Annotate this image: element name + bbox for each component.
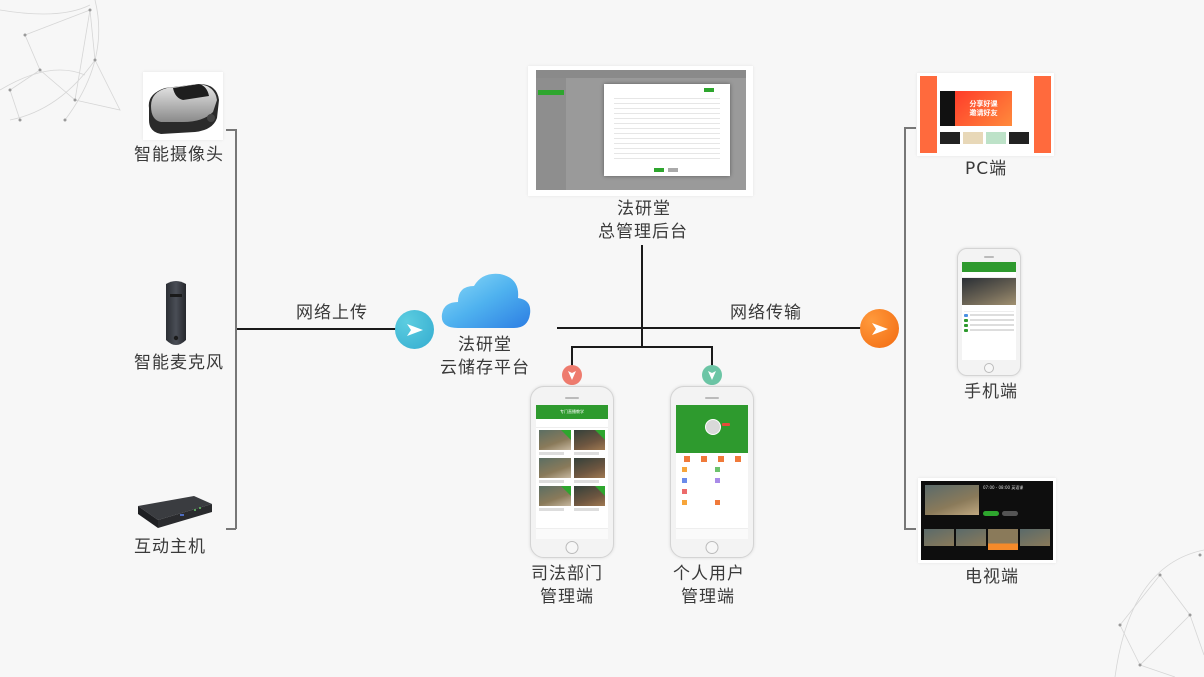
host-box-icon [138,496,212,528]
down-arrow-icon [568,370,576,380]
transmit-label: 网络传输 [730,303,802,323]
admin-connector [641,245,643,347]
send-arrow-icon [871,322,888,335]
sub-client-right-drop [711,346,713,366]
host-image [134,494,214,530]
input-camera-label: 智能摄像头 [134,145,224,165]
globe-decoration-top-left [0,0,121,122]
sifa-label-line1: 司法部门 [531,564,603,584]
user-phone-mockup [670,386,754,558]
tv-time: 07:00 - 08:00 英语课 [983,485,1024,490]
cloud-label-line1: 法研堂 [458,335,512,355]
user-label-line2: 管理端 [681,587,735,607]
upload-line [237,328,397,330]
microphone-image [160,278,192,350]
output-pc-label: PC端 [965,159,1008,179]
camera-icon [148,84,219,134]
sifa-label-line2: 管理端 [540,587,594,607]
admin-label-line2: 总管理后台 [598,222,688,242]
sifa-header: 专门直播教学 [560,409,584,414]
user-marker [702,365,722,385]
left-bracket-line [235,129,237,529]
left-bracket-top [226,129,236,131]
pc-banner-title1: 分享好课 [969,99,998,108]
admin-backend-screenshot [528,66,753,196]
pc-screenshot: 分享好课 邀请好友 [917,73,1054,156]
sub-client-left-drop [571,346,573,366]
upload-arrow-badge [395,310,434,349]
right-bracket-line [904,127,906,529]
output-tv-label: 电视端 [965,567,1019,587]
right-bracket-bottom [904,528,916,530]
sifa-phone-mockup: 专门直播教学 [530,386,614,558]
cloud-icon [441,273,531,328]
mobile-screenshot [957,248,1021,376]
microphone-icon [166,281,186,345]
right-bracket-top [904,127,916,129]
transmit-line [557,327,862,329]
input-host-label: 互动主机 [134,537,206,557]
camera-image [143,72,223,140]
down-arrow-icon [708,370,716,380]
pc-banner-title2: 邀请好友 [969,108,998,117]
cloud-label-line2: 云储存平台 [440,358,530,378]
left-bracket-bottom [226,528,236,530]
admin-label-line1: 法研堂 [617,199,671,219]
upload-label: 网络上传 [296,303,368,323]
user-label-line1: 个人用户 [673,564,745,584]
sub-client-bar [571,346,712,348]
send-arrow-icon [406,323,423,336]
transmit-arrow-badge [860,309,899,348]
admin-modal [604,84,730,176]
tv-screenshot: 07:00 - 08:00 英语课 [918,478,1056,563]
sifa-marker [562,365,582,385]
globe-decoration-bottom-right [1114,549,1204,677]
input-microphone-label: 智能麦克风 [134,353,224,373]
output-mobile-label: 手机端 [964,382,1018,402]
